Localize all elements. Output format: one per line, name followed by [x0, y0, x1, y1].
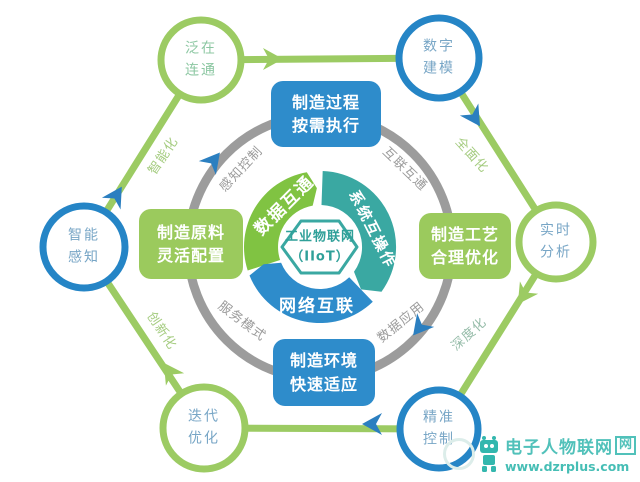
box-manufacturing-technique: 制造工艺 合理优化: [419, 213, 511, 279]
node-iterative-optimization-circle: [159, 383, 249, 473]
watermark-swirl-icon: [442, 437, 475, 470]
segment-system-interoperability: [321, 171, 397, 292]
node-iterative-optimization-label: 迭代 优化: [188, 408, 220, 446]
watermark-brand: 电子人物联网: [504, 438, 613, 458]
node-realtime-analysis-circle: [515, 201, 597, 283]
center-segments: [243, 171, 397, 324]
watermark-brand-mark: 网: [614, 436, 636, 455]
node-pervasive-connection-circle: [157, 16, 245, 104]
watermark-robot-icon: [479, 435, 498, 472]
node-realtime-analysis-label: 实时 分析: [540, 222, 572, 260]
node-intelligent-sensing-label: 智能 感知: [68, 227, 100, 265]
center-hexagon: [280, 219, 359, 275]
node-digital-modeling-circle: [395, 14, 483, 102]
node-precise-control-label: 精准 控制: [423, 409, 455, 447]
node-digital-modeling-label: 数字 建模: [423, 38, 455, 76]
segment-data-interchange: [243, 172, 317, 271]
box-manufacturing-process: 制造过程 按需执行: [271, 81, 381, 147]
box-manufacturing-environment: 制造环境 快速适应: [273, 339, 375, 406]
watermark-url: www.dzrplus.com: [504, 459, 630, 474]
node-intelligent-sensing-circle: [39, 202, 129, 292]
watermark-text: 电子人物联网 网 www.dzrplus.com: [505, 433, 636, 474]
box-manufacturing-materials: 制造原料 灵活配置: [139, 209, 243, 279]
segment-network-interconnection: [249, 262, 373, 324]
center-title: 工业物联网 （IIoT）: [284, 229, 356, 265]
node-pervasive-connection-label: 泛在 连通: [185, 40, 217, 78]
segment-label-network-interconnection: 网络互联: [279, 296, 355, 317]
watermark: 电子人物联网 网 www.dzrplus.com: [442, 433, 636, 474]
